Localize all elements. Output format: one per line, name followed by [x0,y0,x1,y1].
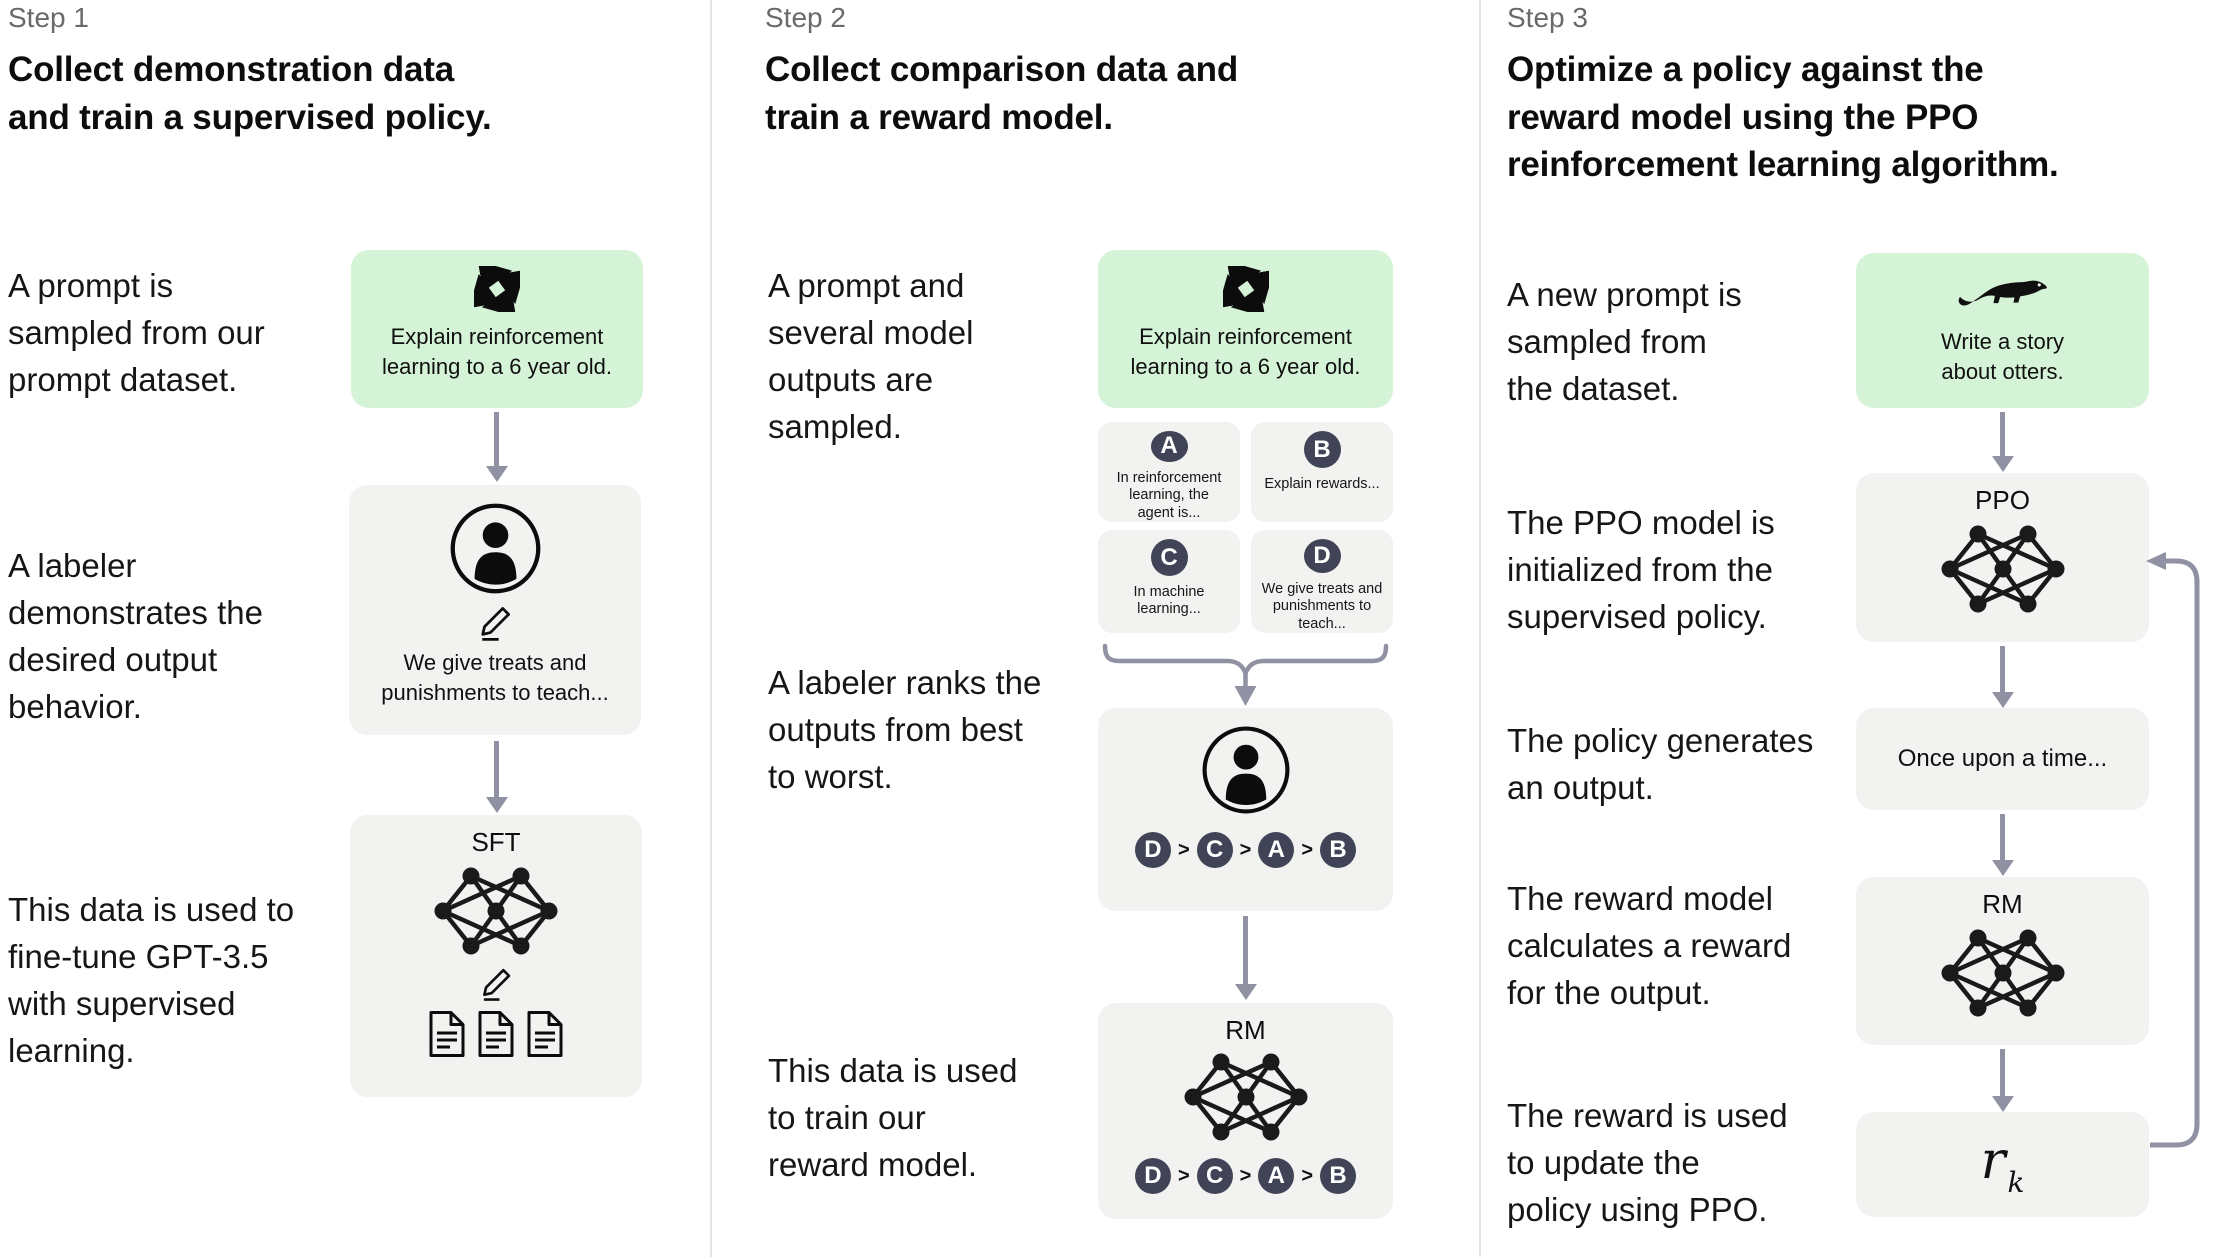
greater-than: > [1301,838,1314,861]
output-badge: C [1150,539,1188,576]
greater-than: > [1239,838,1252,861]
caption-new-prompt: A new prompt is sampled from the dataset… [1507,276,1742,407]
step-heading: Collect demonstration data and train a s… [8,50,492,137]
column-divider [710,0,712,1257]
arrow-down-icon [2000,1049,2005,1096]
rank-badge: C [1196,832,1233,868]
rank-badge: B [1320,1158,1357,1194]
rank-badge: A [1258,832,1295,868]
labeler-ranking-card: D > C > A > B [1098,708,1393,911]
output-text: We give treats and punishments to teach.… [1261,580,1383,632]
output-text-card: Once upon a time... [1856,708,2149,810]
document-icon [429,1011,465,1057]
reward-symbol: r [1980,1130,2006,1191]
output-card-b: B Explain rewards... [1251,422,1393,522]
model-label: PPO [1975,485,2030,515]
rank-badge: D [1134,832,1171,868]
cycle-icon [1222,266,1269,312]
arrow-down-icon [2000,646,2005,692]
caption-policy-generates: The policy generates an output. [1507,722,1814,806]
caption-ppo-initialized: The PPO model is initialized from the su… [1507,504,1775,635]
arrow-down-icon [494,412,499,466]
step-heading: Optimize a policy against the reward mod… [1507,50,2059,185]
rank-badge: C [1196,1158,1233,1194]
labeler-card: We give treats and punishments to teach.… [349,485,641,735]
step-label: Step 3 [1507,2,1588,33]
brace-merge-arrow-icon [1102,643,1389,706]
rank-badge: D [1134,1158,1171,1194]
reward-subscript: k [2007,1165,2025,1199]
step-heading: Collect comparison data and train a rewa… [765,50,1239,137]
greater-than: > [1301,1164,1314,1187]
reward-value: rk [1981,1131,2025,1199]
column-divider [1479,0,1481,1257]
output-text: In reinforcement learning, the agent is.… [1116,469,1222,521]
arrow-down-icon [494,741,499,797]
caption-reward-updates: The reward is used to update the policy … [1507,1097,1788,1228]
network-icon [1941,929,2064,1017]
output-text: Explain rewards... [1264,476,1380,492]
model-label: RM [1225,1015,1266,1045]
model-label: RM [1982,889,2023,919]
labeler-icon [450,503,540,594]
greater-than: > [1177,1164,1190,1187]
demonstration-text: We give treats and punishments to teach.… [381,650,609,705]
network-icon [1184,1053,1307,1141]
rank-badge: B [1320,832,1357,868]
step-label: Step 2 [765,2,846,33]
sft-model-card: SFT [350,815,642,1097]
network-icon [434,867,558,955]
prompt-card: Explain reinforcement learning to a 6 ye… [351,250,643,408]
caption-finetune-gpt: This data is used to fine-tune GPT-3.5 w… [8,891,295,1069]
prompt-card: Write a story about otters. [1856,253,2149,408]
caption-rm-calculates: The reward model calculates a reward for… [1507,880,1792,1011]
rank-badge: A [1258,1158,1295,1194]
ppo-model-card: PPO [1856,473,2149,642]
arrow-down-icon [1243,916,1248,984]
caption-prompt-sampled: A prompt is sampled from our prompt data… [8,267,265,398]
output-badge: D [1303,539,1341,573]
output-badge: A [1150,431,1188,462]
output-card-d: D We give treats and punishments to teac… [1251,530,1393,633]
feedback-loop-arrow-icon [2146,552,2200,1148]
output-card-a: A In reinforcement learning, the agent i… [1098,422,1240,522]
document-icon [527,1011,563,1057]
greater-than: > [1239,1164,1252,1187]
output-badge: B [1303,431,1341,468]
caption-outputs-sampled: A prompt and several model outputs are s… [768,267,974,445]
greater-than: > [1177,838,1190,861]
caption-labeler-ranks: A labeler ranks the outputs from best to… [768,664,1042,795]
prompt-text: Explain reinforcement learning to a 6 ye… [1130,324,1361,379]
cycle-icon [474,266,520,312]
caption-labeler-demonstrates: A labeler demonstrates the desired outpu… [8,547,263,725]
reward-value-card: rk [1856,1112,2149,1217]
otter-icon [1958,280,2047,306]
reward-model-card: RM D > C > A > [1098,1003,1393,1219]
labeler-icon [1202,726,1289,814]
pencil-icon [481,607,510,641]
caption-train-reward-model: This data is used to train our reward mo… [768,1052,1018,1183]
generated-output-text: Once upon a time... [1897,744,2108,772]
ranking-row: D > C > A > B [1134,1158,1357,1194]
prompt-text: Write a story about otters. [1940,329,2065,384]
output-text: In machine learning... [1133,584,1205,618]
reward-model-card: RM [1856,877,2149,1045]
prompt-card: Explain reinforcement learning to a 6 ye… [1098,250,1393,408]
network-icon [1941,525,2064,613]
step-label: Step 1 [8,2,89,33]
arrow-down-icon [2000,814,2005,860]
ranking-row: D > C > A > B [1134,832,1357,868]
output-card-c: C In machine learning... [1098,530,1240,633]
documents-row [426,1010,566,1058]
pencil-icon [483,968,511,1001]
document-icon [478,1011,514,1057]
arrow-down-icon [2000,412,2005,456]
model-label: SFT [471,827,521,857]
prompt-text: Explain reinforcement learning to a 6 ye… [382,324,612,379]
